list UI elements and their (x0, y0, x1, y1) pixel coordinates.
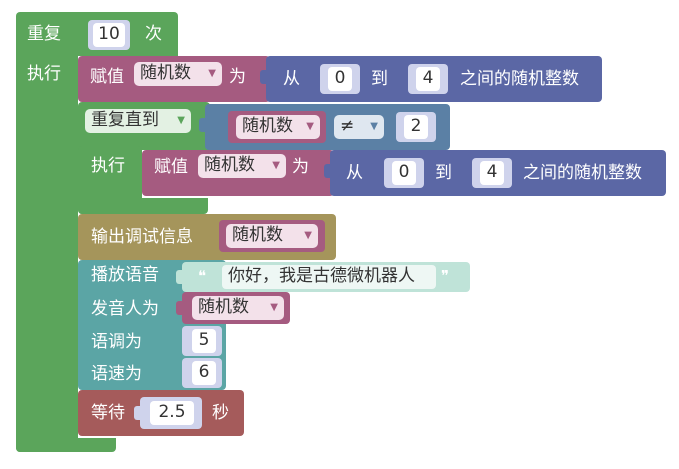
puzzle-notch-icon (324, 164, 330, 178)
random-inner-from-label: 从 (346, 163, 363, 183)
dropdown-arrow-icon: ▼ (270, 302, 278, 313)
repeat-block-footer[interactable] (16, 438, 116, 452)
dropdown-arrow-icon: ▼ (272, 160, 280, 171)
speed-label: 语速为 (91, 364, 142, 384)
tone-field[interactable]: 5 (192, 329, 216, 353)
close-quote-icon: ❞ (441, 267, 450, 285)
puzzle-notch-icon (176, 301, 182, 315)
speech-text-field[interactable]: 你好，我是古德微机器人 (222, 265, 436, 289)
variable-dropdown[interactable]: 随机数 ▼ (134, 62, 222, 86)
random-max-field[interactable]: 4 (416, 67, 440, 91)
speaker-variable-dropdown[interactable]: 随机数 ▼ (192, 296, 284, 320)
repeat-label: 重复 (27, 24, 61, 44)
dropdown-arrow-icon: ▼ (306, 121, 314, 132)
speaker-label: 发音人为 (91, 299, 159, 319)
speech-label: 播放语音 (91, 265, 159, 285)
dropdown-arrow-icon: ▼ (370, 121, 378, 132)
until-mode-dropdown[interactable]: 重复直到 ▼ (85, 109, 191, 133)
wait-label: 等待 (91, 403, 125, 423)
random-inner-min-field[interactable]: 0 (392, 161, 416, 185)
random-to-label: 到 (371, 69, 388, 89)
random-suffix: 之间的随机整数 (460, 69, 579, 89)
puzzle-notch-icon (260, 70, 266, 84)
set-label: 赋值 (90, 67, 124, 87)
speed-field[interactable]: 6 (192, 361, 216, 385)
random-from-label: 从 (283, 69, 300, 89)
random-inner-max-field[interactable]: 4 (480, 161, 504, 185)
tone-label: 语调为 (91, 332, 142, 352)
random-min-field[interactable]: 0 (328, 67, 352, 91)
set-inner-to-label: 为 (292, 157, 309, 177)
until-do-label: 执行 (91, 156, 125, 176)
set-to-label: 为 (229, 67, 246, 87)
dropdown-arrow-icon: ▼ (208, 68, 216, 79)
puzzle-notch-icon (176, 270, 182, 284)
dropdown-arrow-icon: ▼ (177, 115, 185, 126)
repeat-suffix: 次 (145, 24, 162, 44)
puzzle-notch-icon (199, 118, 205, 132)
compare-value-field[interactable]: 2 (404, 115, 428, 139)
puzzle-notch-icon (134, 406, 140, 420)
wait-suffix: 秒 (212, 403, 229, 423)
open-quote-icon: ❝ (198, 267, 207, 285)
compare-variable-dropdown[interactable]: 随机数 ▼ (236, 115, 320, 139)
operator-dropdown[interactable]: ≠ ▼ (334, 115, 384, 139)
until-block-footer[interactable] (78, 198, 208, 214)
random-inner-suffix: 之间的随机整数 (523, 163, 642, 183)
wait-value-field[interactable]: 2.5 (150, 401, 194, 425)
debug-label: 输出调试信息 (91, 227, 193, 247)
debug-variable-dropdown[interactable]: 随机数 ▼ (226, 224, 318, 248)
repeat-do-label: 执行 (27, 64, 61, 84)
repeat-count-field[interactable]: 10 (93, 23, 125, 47)
set-inner-label: 赋值 (154, 157, 188, 177)
dropdown-arrow-icon: ▼ (304, 230, 312, 241)
variable-dropdown-inner[interactable]: 随机数 ▼ (198, 154, 286, 178)
repeat-block-spine[interactable] (16, 52, 78, 452)
random-inner-to-label: 到 (435, 163, 452, 183)
